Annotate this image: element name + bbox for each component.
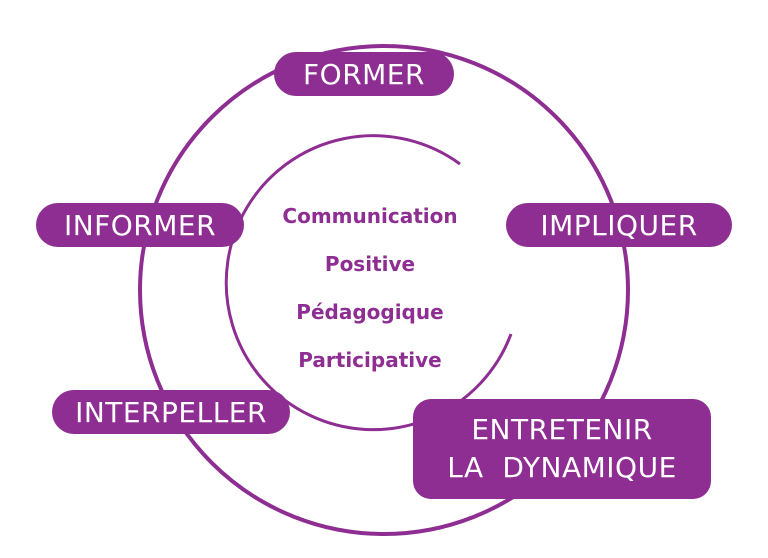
center-item-communication: Communication xyxy=(282,204,458,228)
impliquer-label: IMPLIQUER xyxy=(506,203,732,247)
center-item-pedagogique: Pédagogique xyxy=(296,300,444,324)
center-list: Communication Positive Pédagogique Parti… xyxy=(250,196,490,388)
entretenir-line-2: LA DYNAMIQUE xyxy=(447,451,677,484)
informer-label: INFORMER xyxy=(36,203,244,247)
entretenir-dynamique-label: ENTRETENIR LA DYNAMIQUE xyxy=(413,399,711,499)
interpeller-label: INTERPELLER xyxy=(52,390,290,434)
center-item-positive: Positive xyxy=(324,252,416,276)
center-item-participative: Participative xyxy=(298,348,442,372)
former-label: FORMER xyxy=(274,52,454,96)
entretenir-line-1: ENTRETENIR xyxy=(471,413,653,446)
outer-ring xyxy=(138,44,630,536)
